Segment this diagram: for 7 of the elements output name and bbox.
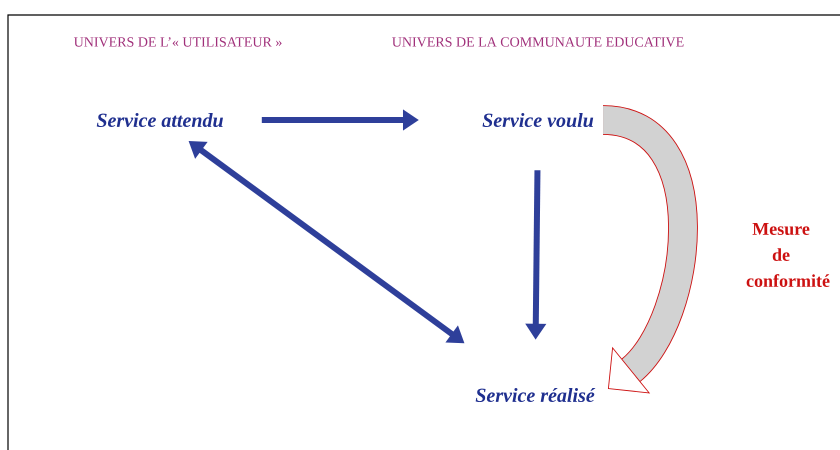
edge-label: Mesure de conformité (745, 222, 830, 288)
service-label: Service attendu (96, 112, 223, 128)
heading: UNIVERS DE L’« UTILISATEUR » (74, 37, 282, 47)
curved-block-arrow (600, 105, 698, 394)
service-label: Service réalisé (476, 388, 596, 402)
heading: UNIVERS DE LA COMMUNAUTE EDUCATIVE (392, 37, 684, 47)
service-label: Service voulu (482, 112, 594, 128)
